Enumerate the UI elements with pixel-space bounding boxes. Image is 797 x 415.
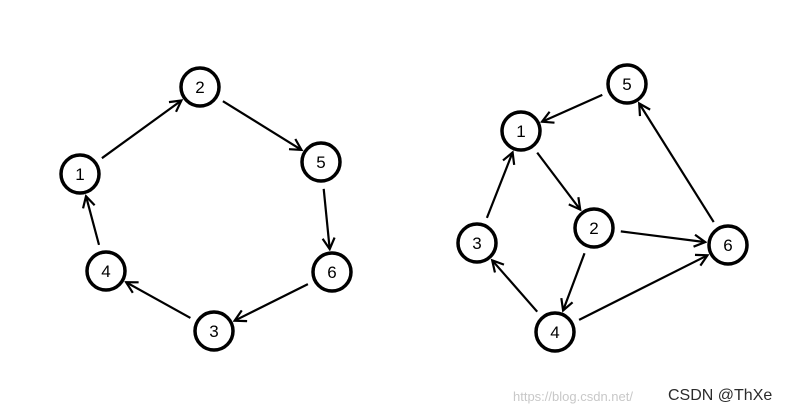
- right-graph-node-6-circle: [707, 224, 749, 266]
- left-graph-node-4: 4: [85, 250, 127, 292]
- right-graph-node-1-circle: [500, 110, 542, 152]
- right-graph-node-6-label: 6: [723, 236, 732, 255]
- left-graph-node-1-circle: [59, 153, 101, 195]
- left-graph-node-5-label: 5: [316, 153, 325, 172]
- right-graph-node-2: 2: [573, 207, 615, 249]
- watermark-csdn: CSDN @ThXe: [668, 387, 773, 404]
- right-graph-edge-6-to-5: [639, 104, 715, 223]
- edges-layer: [86, 93, 715, 321]
- right-graph-node-3-label: 3: [472, 234, 481, 253]
- left-graph-node-5: 5: [300, 141, 342, 183]
- watermark-url: https://blog.csdn.net/: [513, 389, 633, 404]
- right-graph-node-1: 1: [500, 110, 542, 152]
- right-graph-node-5: 5: [606, 63, 648, 105]
- right-graph-node-3: 3: [456, 222, 498, 264]
- right-graph-edge-5-to-1: [542, 93, 603, 122]
- right-graph-edge-3-to-1: [485, 152, 513, 219]
- right-graph-node-3-circle: [456, 222, 498, 264]
- left-graph-node-1-label: 1: [75, 165, 84, 184]
- right-graph-node-2-label: 2: [589, 219, 598, 238]
- left-graph-node-6-label: 6: [327, 263, 336, 282]
- nodes-layer: 1 2 5 6 3 4 5 1 2 3 6 4: [59, 63, 749, 353]
- left-graph-edge-1-to-2: [101, 101, 181, 160]
- left-graph-node-6-circle: [311, 251, 353, 293]
- left-graph-node-6: 6: [311, 251, 353, 293]
- left-graph-edge-3-to-4: [126, 282, 191, 319]
- left-graph-node-2-circle: [179, 66, 221, 108]
- right-graph-edge-4-to-6: [578, 255, 707, 321]
- right-graph-edge-4-to-3: [492, 260, 539, 313]
- right-graph-node-5-circle: [606, 63, 648, 105]
- right-graph-node-2-circle: [573, 207, 615, 249]
- left-graph-node-4-circle: [85, 250, 127, 292]
- right-graph-node-6: 6: [707, 224, 749, 266]
- right-graph-node-4-circle: [534, 311, 576, 353]
- left-graph-edge-6-to-3: [235, 283, 309, 321]
- left-graph-node-5-circle: [300, 141, 342, 183]
- right-graph-node-4: 4: [534, 311, 576, 353]
- left-graph-node-3: 3: [193, 310, 235, 352]
- left-graph-node-1: 1: [59, 153, 101, 195]
- right-graph-node-1-label: 1: [516, 122, 525, 141]
- right-graph-edge-1-to-2: [536, 151, 580, 210]
- left-graph-node-2: 2: [179, 66, 221, 108]
- left-graph-edge-4-to-1: [86, 196, 101, 246]
- left-graph-node-3-label: 3: [209, 322, 218, 341]
- right-graph-edge-2-to-4: [563, 252, 586, 310]
- left-graph-edge-5-to-6: [324, 188, 330, 249]
- right-graph-node-4-label: 4: [550, 323, 559, 342]
- right-graph-edge-2-to-6: [620, 230, 705, 242]
- left-graph-node-4-label: 4: [101, 262, 110, 281]
- left-graph-edge-2-to-5: [222, 100, 302, 150]
- left-graph-node-3-circle: [193, 310, 235, 352]
- right-graph-node-5-label: 5: [622, 75, 631, 94]
- left-graph-node-2-label: 2: [195, 78, 204, 97]
